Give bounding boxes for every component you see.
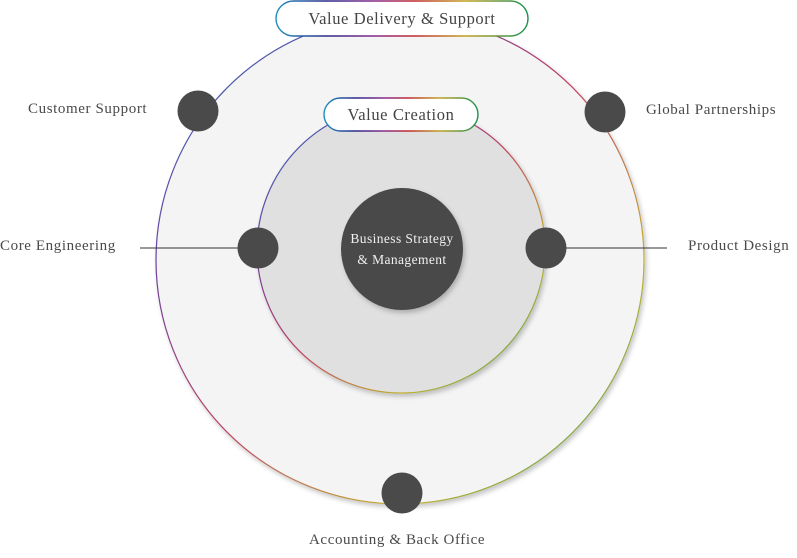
core-label-line2: & Management [357,252,447,267]
inner-ring-label: Value Creation [347,105,455,124]
node-accounting-back-office[interactable] [381,472,423,514]
node-customer-support[interactable] [177,90,219,132]
node-core-engineering[interactable] [237,227,279,269]
outer-ring-pill-border [275,0,529,37]
core-circle[interactable] [341,188,463,310]
outer-ring-label: Value Delivery & Support [308,9,496,28]
label-global-partnerships: Global Partnerships [646,102,777,118]
inner-ring-pill-border [323,97,479,132]
node-global-partnerships[interactable] [584,91,626,133]
core-label-line1: Business Strategy [350,231,454,246]
label-accounting-back-office: Accounting & Back Office [309,532,486,548]
node-product-design[interactable] [525,227,567,269]
core-label: Business Strategy & Management [332,228,472,270]
label-core-engineering: Core Engineering [0,238,116,254]
label-product-design: Product Design [688,238,790,254]
label-customer-support: Customer Support [28,101,148,117]
